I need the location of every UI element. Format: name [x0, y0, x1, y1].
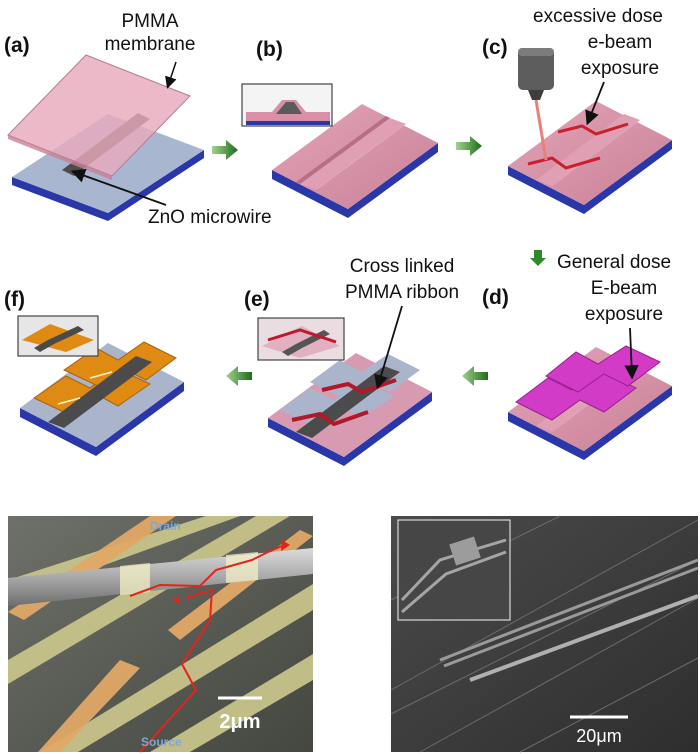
zno-pointer-arrow — [70, 168, 167, 206]
excessive-pointer-arrow — [585, 81, 605, 126]
process-arrow-bc — [456, 136, 482, 156]
general-label-line2: E-beam — [591, 278, 658, 299]
excessive-label-line1: excessive dose — [533, 6, 663, 27]
panel-label-e: (e) — [244, 288, 270, 311]
process-arrow-cd — [530, 250, 546, 266]
process-arrow-de — [462, 366, 488, 386]
cross-label-line1: Cross linked — [350, 256, 455, 277]
ebeam-ray — [534, 99, 548, 161]
pmma-pointer-arrow — [165, 61, 177, 89]
pmma-label-line2: membrane — [105, 34, 196, 55]
zno-label: ZnO microwire — [148, 207, 272, 228]
panel-label-f: (f) — [4, 288, 25, 311]
zno-wire-e — [296, 366, 400, 438]
panel-d: General dose E-beam exposure (d) — [482, 252, 672, 460]
excessive-label-line3: exposure — [581, 58, 659, 79]
panel-label-d: (d) — [482, 286, 509, 309]
cross-label-line2: PMMA ribbon — [345, 282, 459, 303]
pmma-membrane — [7, 54, 191, 177]
panel-label-a: (a) — [4, 34, 30, 57]
panel-label-b: (b) — [256, 38, 283, 61]
panel-e: Cross linked PMMA ribbon (e) — [244, 256, 459, 466]
general-pointer-arrow — [624, 327, 639, 380]
current-path — [129, 545, 283, 753]
ebeam-column-icon — [518, 48, 554, 90]
zno-wire-f — [48, 356, 152, 428]
excessive-dose-pattern — [527, 122, 629, 170]
general-label-line3: exposure — [585, 304, 663, 325]
cross-pointer-arrow — [374, 305, 403, 390]
panel-a: (a) PMMA membrane ZnO microwire — [4, 11, 272, 228]
sem-microwire-gray — [469, 594, 699, 682]
panel-f: (f) — [4, 288, 184, 456]
scale-label-right: 20μm — [576, 726, 621, 746]
general-label-line1: General dose — [557, 252, 671, 273]
drain-label: Drain — [150, 519, 181, 533]
wire-ridge — [300, 118, 406, 190]
scale-label-left: 2μm — [219, 711, 260, 733]
panel-c: excessive dose e-beam exposure (c) — [482, 6, 672, 214]
pmma-label-line1: PMMA — [122, 11, 179, 32]
excessive-label-line2: e-beam — [588, 32, 652, 53]
panel-label-c: (c) — [482, 36, 508, 59]
panel-b: (b) — [241, 38, 438, 218]
sem-image-false-color: Drain Source 2μm — [8, 516, 313, 753]
source-label: Source — [141, 735, 182, 749]
process-arrow-ef — [226, 366, 252, 386]
sem-image-grayscale: 20μm — [390, 515, 699, 753]
process-arrow-ab — [212, 140, 238, 160]
